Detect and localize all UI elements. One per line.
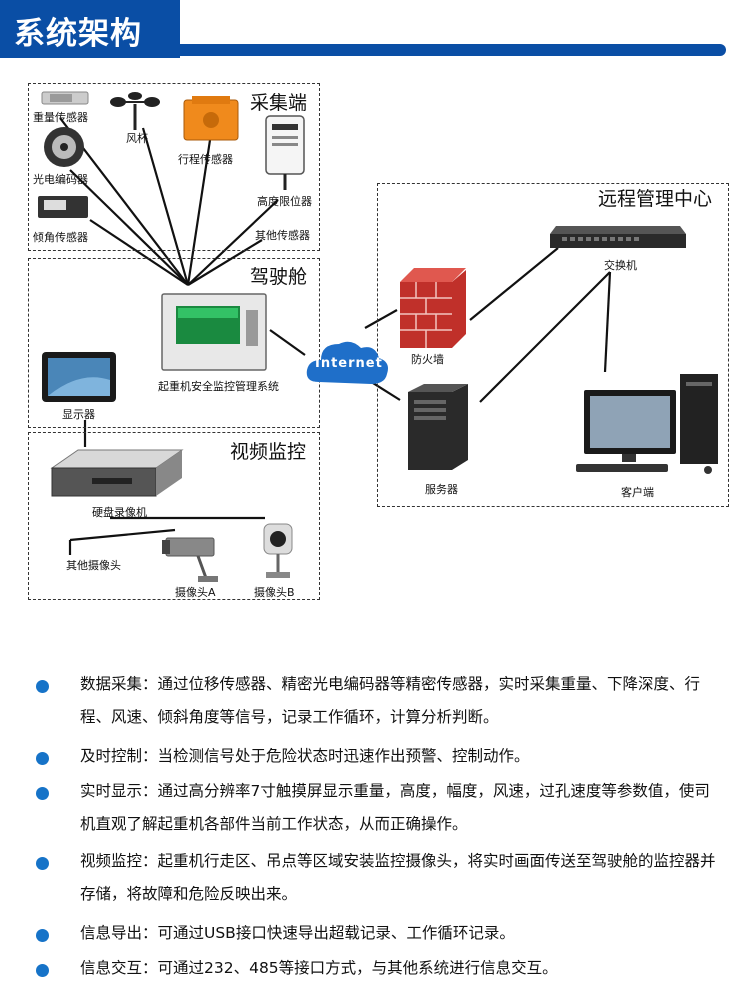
other-sensor-label: 其他传感器 [255,229,310,242]
wire-firewall [364,309,398,329]
height-limiter-label: 高度限位器 [257,195,312,208]
wire-travel [186,139,212,286]
camera-b-label: 摄像头B [254,586,295,599]
weight-sensor-icon [41,91,89,105]
page-title: 系统架构 [14,16,142,52]
wire-tilt [89,219,189,286]
wire-other [187,239,263,286]
display-label: 显示器 [62,408,95,421]
monitor-system-icon [161,293,267,371]
server-label: 服务器 [425,483,458,496]
feature-text: 信息导出：可通过USB接口快速导出超载记录、工作循环记录。 [80,924,515,942]
dvr-label: 硬盘录像机 [92,506,147,519]
other-camera-label: 其他摄像头 [66,559,121,572]
header-underline [0,44,726,56]
switch-icon [550,226,686,248]
remote-zone [377,183,729,507]
wire-switch-server [479,271,611,403]
weight-sensor-label: 重量传感器 [33,111,88,124]
tilt-sensor-icon [38,196,88,218]
video-zone [28,432,320,600]
camera-a-icon [162,537,218,582]
switch-label: 交换机 [604,259,637,272]
wire-encoder [69,169,189,286]
wind-cup-label: 风杯 [126,132,148,145]
bullet-dot [36,929,49,942]
header-tab [0,0,180,58]
camera-b-icon [263,523,293,578]
height-limiter-icon [265,115,305,190]
wire-cam-a [69,528,176,542]
client-label: 客户端 [621,486,654,499]
remote-zone-label: 远程管理中心 [598,188,713,210]
bullet-dot [36,752,49,765]
bullet-dot [36,857,49,870]
feature-text: 信息交互：可通过232、485等接口方式，与其他系统进行信息交互。 [80,959,558,977]
wire-switch-client [603,271,612,373]
server-icon [408,384,468,470]
wire-height [187,199,279,286]
bullet-dot [36,964,49,977]
camera-a-label: 摄像头A [175,586,216,599]
connection-lines [59,117,612,555]
cab-zone [28,258,320,428]
firewall-label: 防火墙 [411,353,444,366]
internet-label: Internet [315,356,383,371]
bullet-dot [36,680,49,693]
tilt-sensor-label: 倾角传感器 [33,231,88,244]
feature-text: 数据采集：通过位移传感器、精密光电编码器等精密传感器，实时采集重量、下降深度、行… [80,675,701,726]
collect-zone [28,83,320,251]
bullet-dot [36,787,49,800]
display-icon [42,352,116,402]
internet-cloud-icon [306,341,388,384]
client-pc-icon [576,374,718,474]
encoder-label: 光电编码器 [33,173,88,186]
travel-sensor-label: 行程传感器 [178,153,233,166]
video-zone-label: 视频监控 [230,441,307,463]
feature-text: 视频监控：起重机行走区、吊点等区域安装监控摄像头，将实时画面传送至驾驶舱的监控器… [80,852,716,903]
cab-zone-label: 驾驶舱 [250,266,308,288]
feature-text: 及时控制：当检测信号处于危险状态时迅速作出预警、控制动作。 [80,747,530,765]
monitor-system-label: 起重机安全监控管理系统 [158,380,279,393]
wind-cup-icon [110,92,160,130]
wire-internet [269,329,306,356]
encoder-icon [44,127,84,167]
wire-switch-firewall [469,247,559,321]
feature-text: 实时显示：通过高分辨率7寸触摸屏显示重量，高度，幅度，风速，过孔速度等参数值，使… [80,782,710,833]
collect-zone-label: 采集端 [250,92,308,114]
travel-sensor-icon [183,96,239,141]
firewall-icon [400,268,466,348]
dvr-icon [50,449,184,497]
